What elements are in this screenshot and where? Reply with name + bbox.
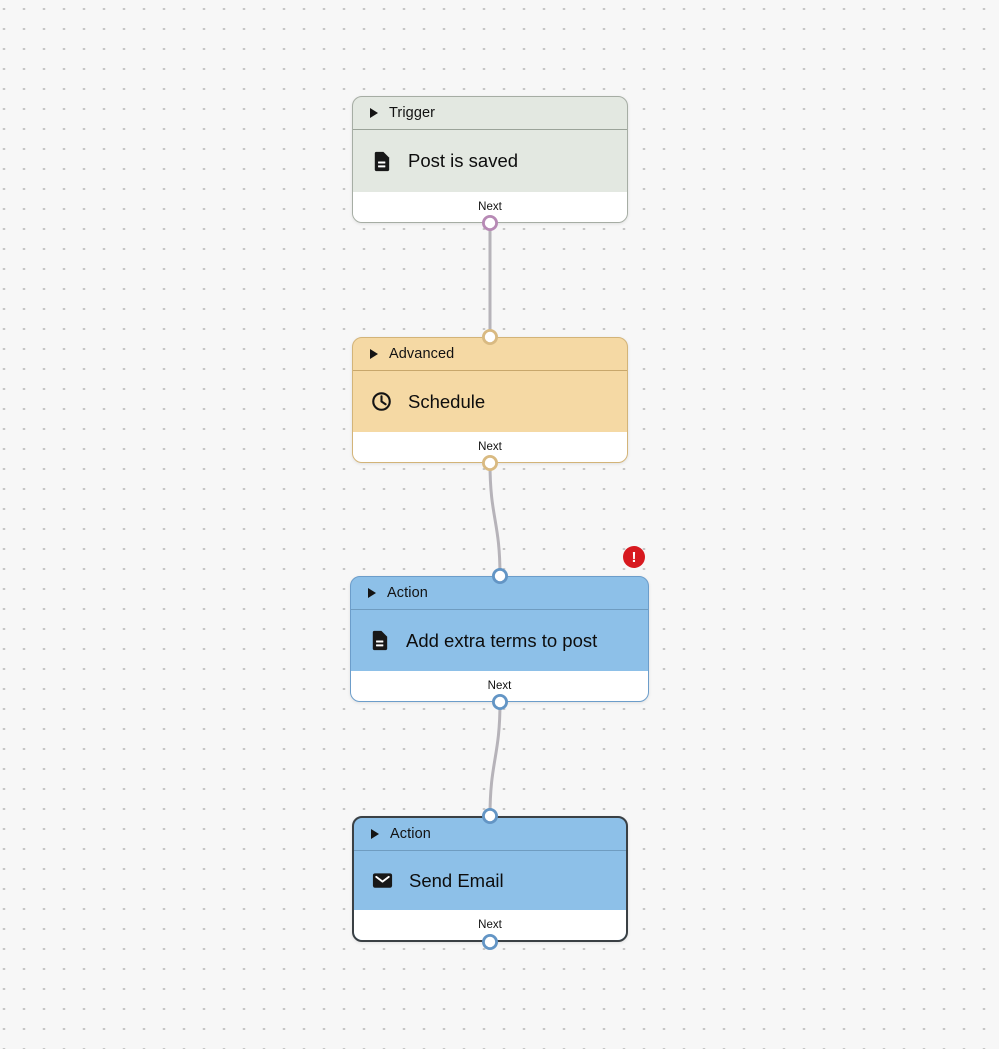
mail-icon — [372, 873, 393, 888]
node-advanced-body: Schedule — [353, 371, 627, 432]
collapse-triangle-icon — [371, 829, 379, 839]
port-send-email-next-out[interactable] — [481, 934, 498, 951]
node-category-label: Trigger — [389, 105, 436, 121]
next-port-label: Next — [478, 441, 502, 453]
node-action-header[interactable]: Action — [354, 818, 626, 851]
edge-action-to-send-email[interactable] — [488, 701, 502, 817]
collapse-triangle-icon — [370, 108, 378, 118]
node-action-header[interactable]: Action — [351, 577, 648, 610]
node-trigger[interactable]: Trigger Post is saved Next — [352, 96, 628, 223]
document-icon — [372, 630, 388, 651]
node-trigger-header[interactable]: Trigger — [353, 97, 627, 130]
collapse-triangle-icon — [368, 588, 376, 598]
node-title: Schedule — [408, 390, 486, 412]
next-port-label: Next — [478, 919, 502, 931]
node-category-label: Advanced — [389, 346, 455, 362]
node-action-body: Send Email — [354, 851, 626, 910]
node-title: Add extra terms to post — [406, 629, 598, 651]
node-trigger-body: Post is saved — [353, 130, 627, 192]
error-badge: ! — [623, 546, 645, 568]
document-icon — [374, 151, 390, 171]
next-port-label: Next — [478, 201, 502, 213]
node-title: Post is saved — [408, 150, 519, 171]
port-trigger-next-out[interactable] — [481, 214, 498, 231]
node-action-body: Add extra terms to post — [351, 610, 648, 671]
node-action-add-extra-terms[interactable]: Action Add extra terms to post Next — [350, 576, 649, 702]
next-port-label: Next — [487, 680, 512, 692]
port-send-email-in[interactable] — [481, 808, 498, 825]
port-action-next-out[interactable] — [491, 694, 508, 711]
port-advanced-in[interactable] — [481, 328, 498, 345]
node-advanced-header[interactable]: Advanced — [353, 338, 627, 371]
port-advanced-next-out[interactable] — [481, 454, 498, 471]
clock-icon — [372, 392, 391, 411]
port-action-in[interactable] — [491, 568, 508, 585]
edge-advanced-to-action[interactable] — [488, 462, 502, 577]
collapse-triangle-icon — [370, 349, 378, 359]
node-category-label: Action — [390, 826, 431, 842]
node-category-label: Action — [387, 585, 428, 601]
node-title: Send Email — [409, 869, 504, 891]
